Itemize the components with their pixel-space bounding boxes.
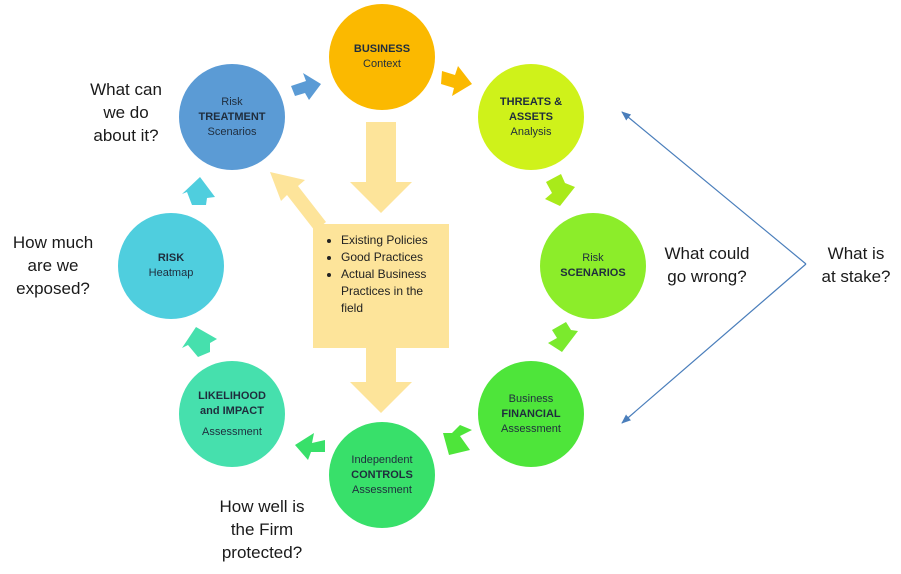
question-line: about it? — [93, 126, 159, 145]
question-what-can: What can we do about it? — [80, 78, 172, 147]
risk-label: Risk — [582, 252, 604, 264]
policy-item: Existing Policies — [341, 232, 443, 249]
controls-label: CONTROLS — [351, 468, 413, 481]
context-label: Context — [363, 58, 401, 70]
policies-box: Existing Policies Good Practices Actual … — [313, 224, 449, 348]
question-line: exposed? — [16, 279, 90, 298]
threats-assets-circle: THREATS & ASSETS Analysis — [478, 64, 584, 170]
cycle-arrow-likelihood-heatmap — [182, 327, 217, 357]
risk-scenarios-circle: Risk SCENARIOS — [540, 213, 646, 319]
assets-label: ASSETS — [508, 110, 553, 123]
likelihood-assessment-label: Assessment — [202, 425, 262, 438]
business-financial-circle: Business FINANCIAL Assessment — [478, 361, 584, 467]
risk-heatmap-l1: RISK — [157, 252, 185, 264]
treatment-label: TREATMENT — [198, 110, 266, 123]
cycle-arrow-controls-likelihood — [295, 433, 325, 460]
threats-label: THREATS & — [499, 95, 563, 108]
question-what-is-at-stake: What is at stake? — [814, 242, 898, 288]
question-line: at stake? — [821, 267, 891, 286]
policy-item: Actual Business Practices in the field — [341, 266, 443, 317]
business-context-circle: BUSINESS Context — [329, 4, 435, 110]
cycle-arrow-financial-controls — [443, 425, 472, 455]
stake-line-upper — [621, 111, 807, 265]
risk-treatment-circle: Risk TREATMENT Scenarios — [179, 64, 285, 170]
risk-heatmap-circle: RISK Heatmap — [118, 213, 224, 319]
cycle-arrow-treatment-business — [291, 73, 321, 100]
impact-label: and IMPACT — [200, 404, 264, 417]
question-what-could-go-wrong: What could go wrong? — [656, 242, 758, 288]
analysis-label: Analysis — [510, 125, 552, 138]
stake-line-lower — [621, 263, 807, 424]
business-financial-l1: Business — [508, 392, 554, 405]
cycle-arrow-threats-scenarios — [545, 174, 575, 206]
scenarios-label: SCENARIOS — [560, 267, 626, 279]
question-line: we do — [103, 103, 149, 122]
likelihood-label: LIKELIHOOD — [198, 389, 266, 402]
treatment-scenarios-label: Scenarios — [207, 125, 257, 138]
cycle-arrow-business-threats — [441, 66, 472, 96]
risk-treatment-l1: Risk — [221, 95, 243, 108]
independent-controls-circle: Independent CONTROLS Assessment — [329, 422, 435, 528]
question-how-well: How well is the Firm protected? — [210, 495, 314, 564]
controls-assessment-label: Assessment — [352, 483, 412, 496]
financial-label: FINANCIAL — [501, 407, 561, 420]
independent-label: Independent — [351, 453, 413, 466]
cycle-arrow-scenarios-financial — [548, 322, 578, 352]
diagonal-arrow-to-treatment — [270, 172, 326, 231]
down-arrow-bottom — [350, 348, 412, 413]
question-line: How much — [12, 233, 94, 252]
down-arrow-top — [350, 122, 412, 213]
question-line: protected? — [221, 543, 303, 562]
business-label: BUSINESS — [353, 43, 411, 55]
financial-assessment-label: Assessment — [501, 422, 561, 435]
heatmap-label: Heatmap — [148, 267, 194, 279]
question-line: How well is — [219, 497, 305, 516]
policy-item: Good Practices — [341, 249, 443, 266]
question-line: go wrong? — [667, 267, 747, 286]
cycle-arrow-heatmap-treatment — [182, 177, 215, 205]
question-line: What could — [664, 244, 750, 263]
question-line: the Firm — [230, 520, 294, 539]
question-line: What can — [90, 80, 162, 99]
question-how-much: How much are we exposed? — [6, 231, 100, 300]
question-line: are we — [27, 256, 79, 275]
policies-list: Existing Policies Good Practices Actual … — [321, 232, 443, 317]
question-line: What is — [827, 244, 885, 263]
likelihood-impact-circle: LIKELIHOOD and IMPACT Assessment — [179, 361, 285, 467]
